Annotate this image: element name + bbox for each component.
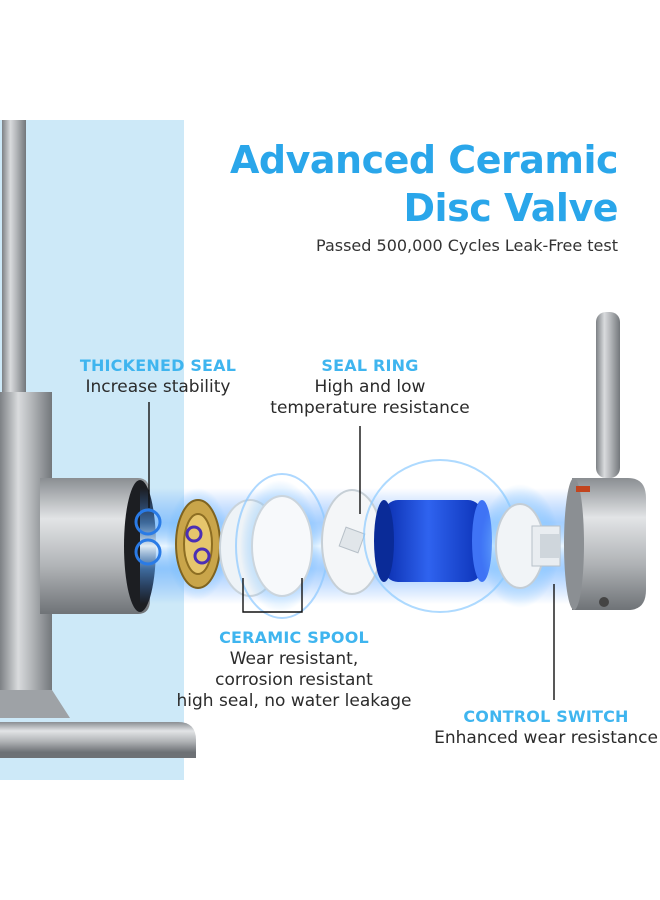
page-title: Advanced Ceramic Disc Valve [198, 136, 619, 232]
callout-title: SEAL RING [321, 356, 419, 375]
callout-description-line-2: temperature resistance [270, 398, 470, 418]
callout-control-switch: CONTROL SWITCH Enhanced wear resistance [432, 706, 660, 749]
callout-title: CERAMIC SPOOL [219, 628, 369, 647]
seal-ring-part [321, 489, 383, 595]
title-line-2: Disc Valve [403, 186, 619, 230]
ceramic-disc-part [166, 488, 230, 600]
callout-lines [148, 402, 555, 700]
ceramic-spool-part [219, 473, 329, 619]
thickened-seal-part [134, 508, 162, 566]
callout-description: Increase stability [85, 377, 231, 397]
control-switch-part [480, 484, 561, 608]
callout-ceramic-spool: CERAMIC SPOOL Wear resistant, corrosion … [176, 627, 412, 712]
callout-title: CONTROL SWITCH [463, 707, 629, 726]
faucet-handle [564, 312, 646, 610]
callout-description-line-2: corrosion resistant [215, 670, 373, 690]
callout-seal-ring: SEAL RING High and low temperature resis… [256, 355, 484, 419]
spout-pipe [2, 120, 26, 420]
callout-description: Enhanced wear resistance [434, 728, 658, 748]
callout-title: THICKENED SEAL [79, 356, 237, 375]
base-plate [0, 722, 196, 752]
callout-description-line-3: high seal, no water leakage [176, 691, 412, 711]
page-subtitle: Passed 500,000 Cycles Leak-Free test [316, 236, 618, 255]
callout-description-line-1: Wear resistant, [229, 649, 359, 669]
callout-description-line-1: High and low [314, 377, 426, 397]
valve-housing-left [40, 478, 150, 614]
callout-thickened-seal: THICKENED SEAL Increase stability [70, 355, 246, 398]
title-line-1: Advanced Ceramic [230, 138, 619, 182]
